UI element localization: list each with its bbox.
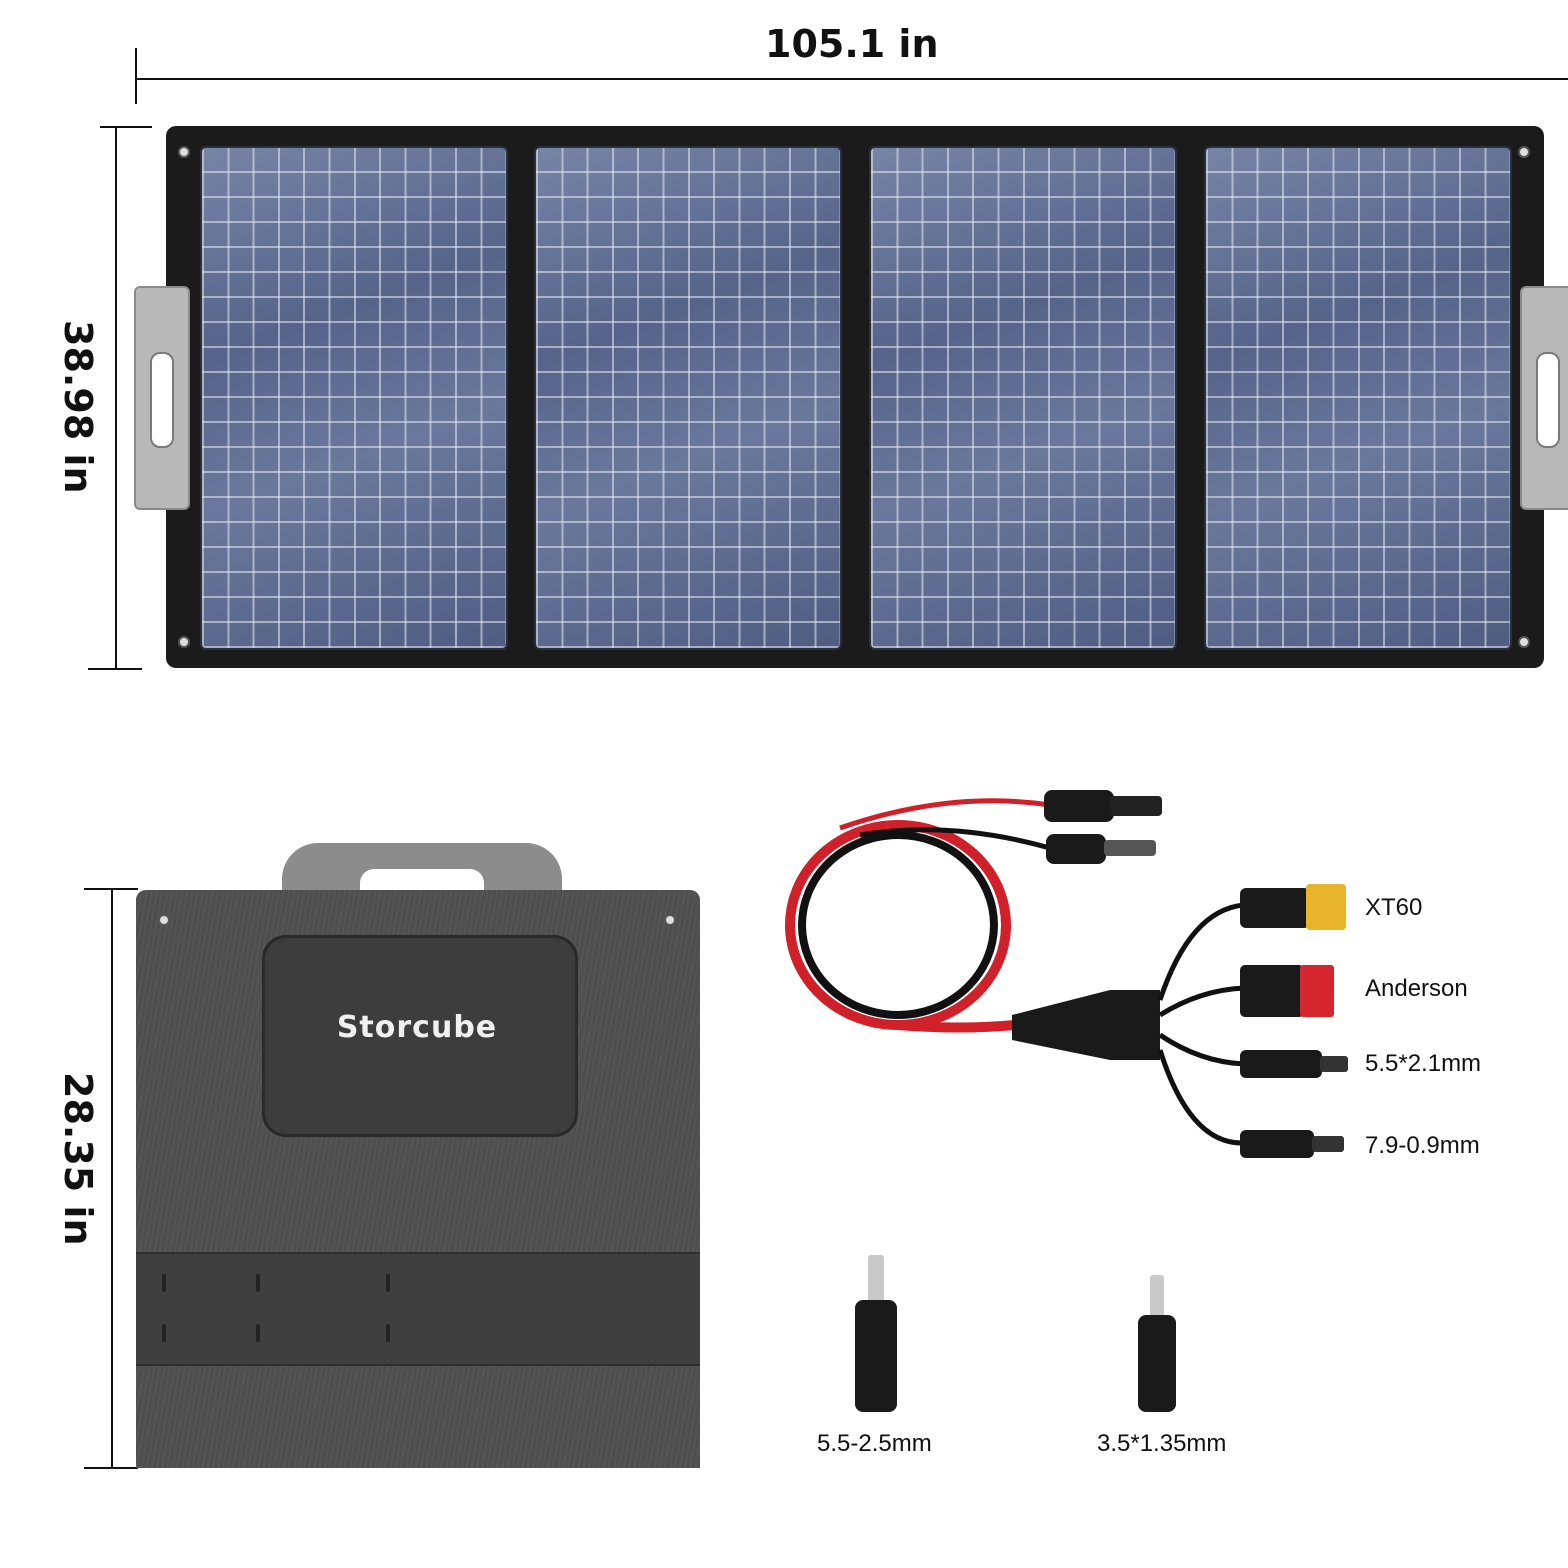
grommet-icon [1518,146,1530,158]
label-dc-79-09: 7.9-0.9mm [1365,1132,1480,1159]
storage-pouch [262,935,578,1137]
strap-slot [162,1274,166,1292]
label-dc-55-21: 5.5*2.1mm [1365,1050,1482,1077]
panel-width-line [136,78,1568,80]
panel-handle-right [1520,286,1568,510]
brand-logo: Storcube [336,1010,498,1045]
strap-slot [386,1274,390,1292]
folded-height-tick-bottom [84,1467,138,1469]
label-adapter-35-135: 3.5*1.35mm [1097,1430,1227,1457]
solar-panel-folded [136,890,700,1468]
strap-slot [386,1324,390,1342]
grommet-icon [178,636,190,648]
label-anderson: Anderson [1365,975,1468,1002]
folded-height-line [111,890,113,1468]
strap-slot [256,1324,260,1342]
solar-cell-panel-4 [1204,146,1512,650]
velcro-strap [136,1252,700,1366]
panel-height-tick-top [100,126,152,128]
solar-cell-panel-1 [200,146,508,650]
panel-height-line [115,126,117,670]
panel-height-tick-bottom [88,668,142,670]
grommet-icon [178,146,190,158]
solar-cell-panel-3 [869,146,1177,650]
folded-height-tick-top [84,888,138,890]
label-xt60: XT60 [1365,894,1423,921]
grommet-icon [1518,636,1530,648]
strap-slot [256,1274,260,1292]
panel-width-label: 105.1 in [765,22,939,66]
strap-slot [162,1324,166,1342]
panel-width-tick [135,48,137,104]
label-adapter-55-25: 5.5-2.5mm [817,1430,932,1457]
handle-hole [150,352,174,448]
grommet-icon [158,914,170,926]
solar-cell-panel-2 [534,146,842,650]
panel-handle-left [134,286,190,510]
handle-hole [1536,352,1560,448]
grommet-icon [664,914,676,926]
solar-panel-unfolded [166,126,1544,668]
